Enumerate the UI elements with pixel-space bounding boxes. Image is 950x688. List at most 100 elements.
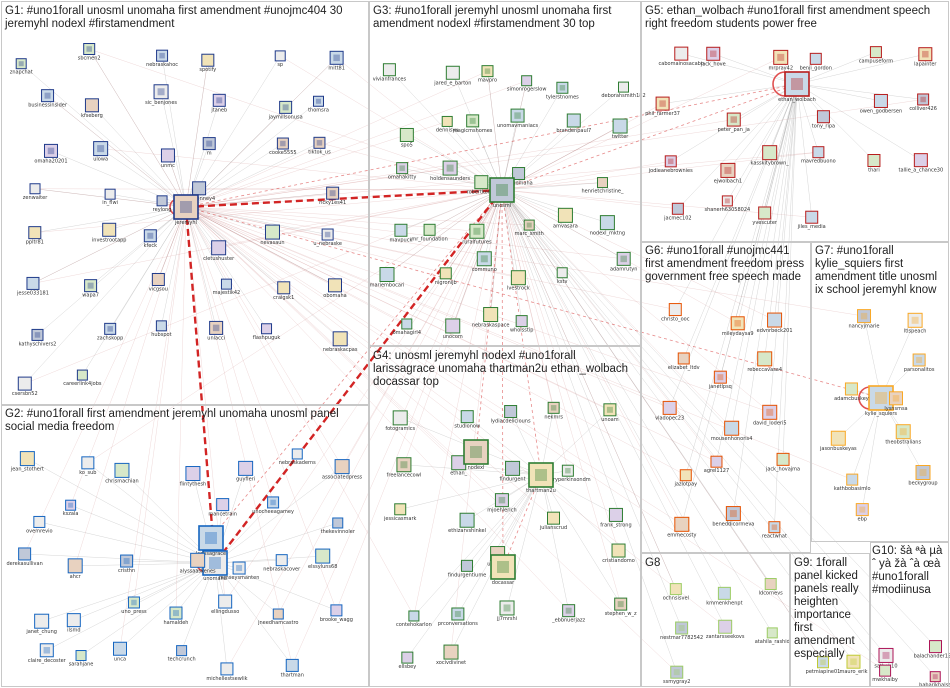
node-mauro-erik[interactable]: mauro_erik xyxy=(839,654,868,675)
node-frank-strong[interactable]: frank_strong xyxy=(600,507,632,528)
node-cooke5555[interactable]: cooke5555 xyxy=(269,137,297,156)
node-sbcmen2[interactable]: sbcmen2 xyxy=(78,43,101,62)
node-tiktok-us[interactable]: tiktok_us xyxy=(308,136,331,155)
node-spotify[interactable]: spotify xyxy=(199,53,216,73)
node-flashpuguk[interactable]: flashpuguk xyxy=(253,323,281,341)
node-tylerstnomes[interactable]: tylerstnomes xyxy=(546,81,579,100)
node-cristiandomo[interactable]: cristiandomo xyxy=(602,543,635,564)
node-beneddicormeva[interactable]: beneddicormeva xyxy=(712,506,754,528)
node-mavredbuono[interactable]: mavredbuono xyxy=(801,146,836,165)
node-mariembocari[interactable]: mariembocari xyxy=(370,267,405,289)
node-thartman[interactable]: thartman xyxy=(281,658,304,678)
node-cristhn[interactable]: cristhn xyxy=(118,554,135,574)
node-jessicasmark[interactable]: jessicasmark xyxy=(383,503,417,522)
node-jean-stothert[interactable]: jean_stothert xyxy=(10,451,44,473)
node-kathyschivers2[interactable]: kathyschivers2 xyxy=(19,328,57,347)
node-ethan-[interactable]: ethan_ xyxy=(450,455,468,477)
node-jasonbuskeyas[interactable]: jasonbuskeyas xyxy=(819,430,857,452)
node-sp[interactable]: sp xyxy=(274,50,286,68)
node-znapchat[interactable]: znapchat xyxy=(10,58,33,76)
node-larissagrace[interactable]: larissagrace xyxy=(196,525,226,557)
node-nestmar7782542[interactable]: nestmar7782542 xyxy=(660,621,703,641)
node-kmmenkhenpt[interactable]: kmmenkhenpt xyxy=(706,586,743,606)
node-emmecosty[interactable]: emmecosty xyxy=(667,516,696,538)
node-wapa7[interactable]: wapa7 xyxy=(82,279,99,299)
node-peter-pan-ja[interactable]: peter_pan_ja xyxy=(718,112,750,133)
node-ldcornevs[interactable]: ldcornevs xyxy=(759,578,784,597)
node-jesse033181[interactable]: jesse033181 xyxy=(16,276,49,296)
node-contehokarlon[interactable]: contehokarlon xyxy=(396,610,432,628)
node-associatedpress[interactable]: associatedpress xyxy=(322,459,363,481)
node-mousenhonoris4[interactable]: mousenhonoris4 xyxy=(711,420,753,442)
node-businessinsider[interactable]: businessinsider xyxy=(28,89,68,109)
node-jj7mrshi[interactable]: jj7mrshi xyxy=(496,600,517,622)
node-henrietchristine-[interactable]: henrietchristine_ xyxy=(582,177,624,195)
node-lvestrock[interactable]: lvestrock xyxy=(507,270,530,292)
node-janet-chung[interactable]: janet_chung xyxy=(25,613,57,635)
node-jacmec102[interactable]: jacmec102 xyxy=(663,202,692,221)
node-christo-ooc[interactable]: christo_ooc xyxy=(661,303,690,323)
node-thartman2u[interactable]: thartman2u xyxy=(526,462,556,494)
node-deborahsmith182[interactable]: deborahsmith182 xyxy=(601,81,646,99)
node-ramseysmanten[interactable]: ramseysmanten xyxy=(219,561,260,581)
node-unca[interactable]: unca xyxy=(113,641,128,662)
node-elssyluns68[interactable]: elssyluns68 xyxy=(308,548,337,570)
node-thomsra[interactable]: thomsra xyxy=(308,95,329,113)
node-tedxomaha[interactable]: tedxomaha xyxy=(504,167,533,187)
node-omaha20201[interactable]: omaha20201 xyxy=(34,143,68,164)
node-unosml[interactable]: unosml xyxy=(489,177,515,209)
node-jared-e-barton[interactable]: jared_e_barton xyxy=(433,65,471,86)
node-kasskitybrown-[interactable]: kasskitybrown_ xyxy=(751,145,790,167)
node-adamrutyn[interactable]: adamrutyn xyxy=(610,251,638,272)
node-unomavmaniacs[interactable]: unomavmaniacs xyxy=(497,108,539,129)
node-in-flwi[interactable]: in_flwi xyxy=(102,188,118,206)
node-mjoehlerich[interactable]: mjoehlerich xyxy=(487,493,517,514)
node-techcrunch[interactable]: techcrunch xyxy=(168,645,196,663)
node-campuseform[interactable]: campuseform xyxy=(859,46,893,65)
node-mrpray42[interactable]: mrpray42 xyxy=(768,49,793,71)
node-unmc[interactable]: unmc xyxy=(160,148,175,169)
node-zantarsseekovs[interactable]: zantarsseekovs xyxy=(706,619,745,640)
node-rebeccavasa4[interactable]: rebeccavasa4 xyxy=(747,351,782,373)
node-ethan-wolbach[interactable]: ethan_wolbach xyxy=(778,71,816,103)
node-david-loderi5[interactable]: david_loderi5 xyxy=(753,404,787,426)
node-kfseberg[interactable]: kfseberg xyxy=(81,98,103,119)
node-cabomainosacabn[interactable]: cabomainosacabn xyxy=(659,46,704,67)
node-jtaneb[interactable]: jtaneb xyxy=(210,93,227,113)
node-vladopec23[interactable]: vladopec23 xyxy=(655,400,684,421)
node-amvasara[interactable]: amvasara xyxy=(553,207,578,229)
node-ellingdusso[interactable]: ellingdusso xyxy=(211,594,239,615)
node-freelancecowl[interactable]: freelancecowl xyxy=(387,457,422,479)
node-lysnsmsa[interactable]: lysnsmsa xyxy=(884,391,908,412)
node-nodexl-mktng[interactable]: nodexl_mktng xyxy=(590,215,625,237)
node-parsonalitos[interactable]: parsonalitos xyxy=(904,353,935,373)
node-jodieanebrownies[interactable]: jodieanebrownies xyxy=(648,155,693,174)
node-spo5[interactable]: spo5 xyxy=(399,127,414,148)
node-m[interactable]: m xyxy=(202,137,216,157)
node-nancyjmarie[interactable]: nancyjmarie xyxy=(849,309,880,330)
node-unocom[interactable]: unocom xyxy=(443,318,463,340)
node-ko-sub[interactable]: ko_sub xyxy=(79,456,96,476)
node-dennisyu[interactable]: dennisyu xyxy=(436,115,459,133)
node-ricky1es41[interactable]: ricky1es41 xyxy=(319,186,346,206)
node-fotogramics[interactable]: fotogramics xyxy=(385,410,415,432)
node-mwkhaiby[interactable]: mwkhaiby xyxy=(872,664,898,683)
node-sic-benjones[interactable]: sic_benjones xyxy=(145,84,177,106)
node-obomaha[interactable]: obomaha xyxy=(323,278,347,299)
node-nebraskaderns[interactable]: nebraskaderns xyxy=(279,448,316,466)
node-benji-gordon[interactable]: benji_gordon xyxy=(800,52,832,71)
node-nevasaun[interactable]: nevasaun xyxy=(260,224,285,246)
node-theobstralians[interactable]: theobstralians xyxy=(885,424,921,446)
node-ovemrevio[interactable]: ovemrevio xyxy=(26,515,53,534)
node-robertkorpe[interactable]: robertkorpe xyxy=(467,175,496,196)
node-edvnrbeck201[interactable]: edvnrbeck201 xyxy=(757,312,793,334)
node-ochnsisvel[interactable]: ochnsisvel xyxy=(663,583,689,602)
node-careerlink4jobs[interactable]: careerlink4jobs xyxy=(63,369,102,387)
node-shanerh63058024[interactable]: shanerh63058024 xyxy=(705,195,751,213)
node-adamcbuskey[interactable]: adamcbuskey xyxy=(834,382,869,402)
node-jneedhamcastro[interactable]: jneedhamcastro xyxy=(257,608,298,626)
node-mitt81[interactable]: mitt81 xyxy=(328,50,345,71)
node-derekasullivan[interactable]: derekasullivan xyxy=(6,547,43,567)
node-simonrogerslow[interactable]: simonrogerslow xyxy=(507,75,547,93)
node-brooke-wagg[interactable]: brooke_wagg xyxy=(320,604,353,623)
